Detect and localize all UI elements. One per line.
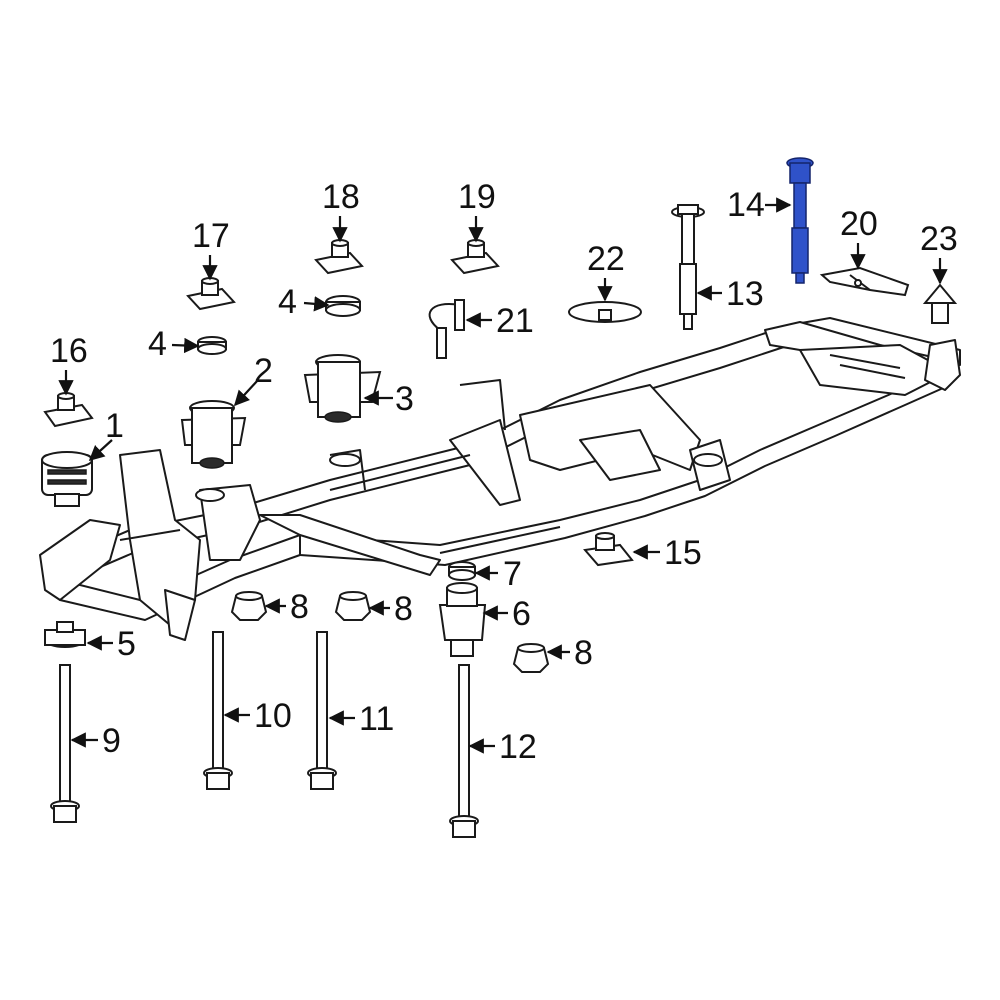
callout-8-b: 8: [394, 590, 413, 628]
part-21-u-bolt: [428, 299, 465, 359]
callout-23: 23: [920, 220, 958, 258]
callout-17: 17: [192, 217, 230, 255]
callout-14: 14: [727, 186, 765, 224]
part-5-spacer: [44, 621, 86, 648]
part-14-bolt-highlighted: [786, 157, 814, 284]
part-8-nut-b: [334, 591, 372, 621]
callout-4-lower: 4: [148, 325, 167, 363]
part-3-body-mount: [303, 354, 382, 423]
part-18-bracket: [314, 239, 364, 275]
part-4-washer-upper: [325, 295, 361, 317]
callout-6: 6: [512, 595, 531, 633]
callout-12: 12: [499, 728, 537, 766]
part-10-bolt: [203, 631, 233, 790]
callout-arrows: [58, 197, 948, 754]
callout-22: 22: [587, 240, 625, 278]
part-23-clip: [922, 283, 958, 324]
callout-1: 1: [105, 407, 124, 445]
callout-2: 2: [254, 352, 273, 390]
callout-13: 13: [726, 275, 764, 313]
callout-16: 16: [50, 332, 88, 370]
callout-11: 11: [359, 700, 394, 738]
callout-19: 19: [458, 178, 496, 216]
part-1-body-mount: [41, 451, 93, 507]
part-7-washer: [448, 561, 476, 581]
part-6-body-mount: [438, 582, 487, 657]
callout-3: 3: [395, 380, 414, 418]
part-11-bolt: [307, 631, 337, 790]
part-22-plug: [568, 301, 642, 323]
callout-18: 18: [322, 178, 360, 216]
part-15-bracket: [583, 532, 634, 567]
part-20-bracket: [819, 266, 910, 297]
callout-7: 7: [503, 555, 522, 593]
callout-21: 21: [496, 302, 534, 340]
callout-9: 9: [102, 722, 121, 760]
callout-10: 10: [254, 697, 292, 735]
part-12-bolt: [449, 664, 479, 838]
callout-5: 5: [117, 625, 136, 663]
part-16-bracket: [43, 392, 94, 428]
part-4-washer-lower: [197, 336, 227, 355]
part-8-nut-c: [512, 643, 550, 673]
part-19-bracket: [450, 239, 500, 275]
part-8-nut-a: [230, 591, 268, 621]
part-13-bolt: [671, 204, 705, 330]
callout-labels: 1 2 3 4 4 5 6 7 8 8 8 9 10 11 12 13 14 1…: [50, 178, 958, 766]
callout-4-upper: 4: [278, 283, 297, 321]
part-2-body-mount: [180, 400, 247, 469]
part-9-bolt: [50, 664, 80, 823]
callout-8-a: 8: [290, 588, 309, 626]
vehicle-frame: [39, 317, 961, 641]
callout-20: 20: [840, 205, 878, 243]
callout-8-c: 8: [574, 634, 593, 672]
callout-15: 15: [664, 534, 702, 572]
part-17-bracket: [186, 277, 236, 311]
